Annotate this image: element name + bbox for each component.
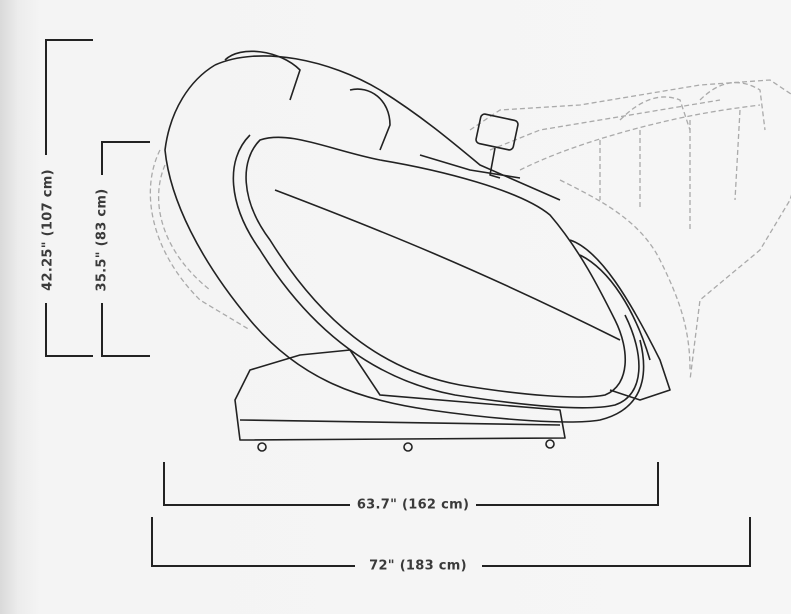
upright-chair-outline bbox=[164, 50, 671, 452]
overall-height-bracket bbox=[45, 39, 93, 357]
reclined-length-label: 72" (183 cm) bbox=[369, 558, 467, 574]
upright-length-bracket bbox=[163, 462, 659, 506]
reclined-length-bracket bbox=[151, 517, 751, 567]
dimension-lines bbox=[45, 39, 751, 567]
upright-length-label: 63.7" (162 cm) bbox=[356, 497, 470, 513]
seat-height-label: 35.5" (83 cm) bbox=[94, 188, 110, 292]
seat-height-bracket bbox=[101, 141, 150, 357]
reclined-chair-outline bbox=[149, 79, 791, 381]
overall-height-label: 42.25" (107 cm) bbox=[40, 169, 56, 291]
